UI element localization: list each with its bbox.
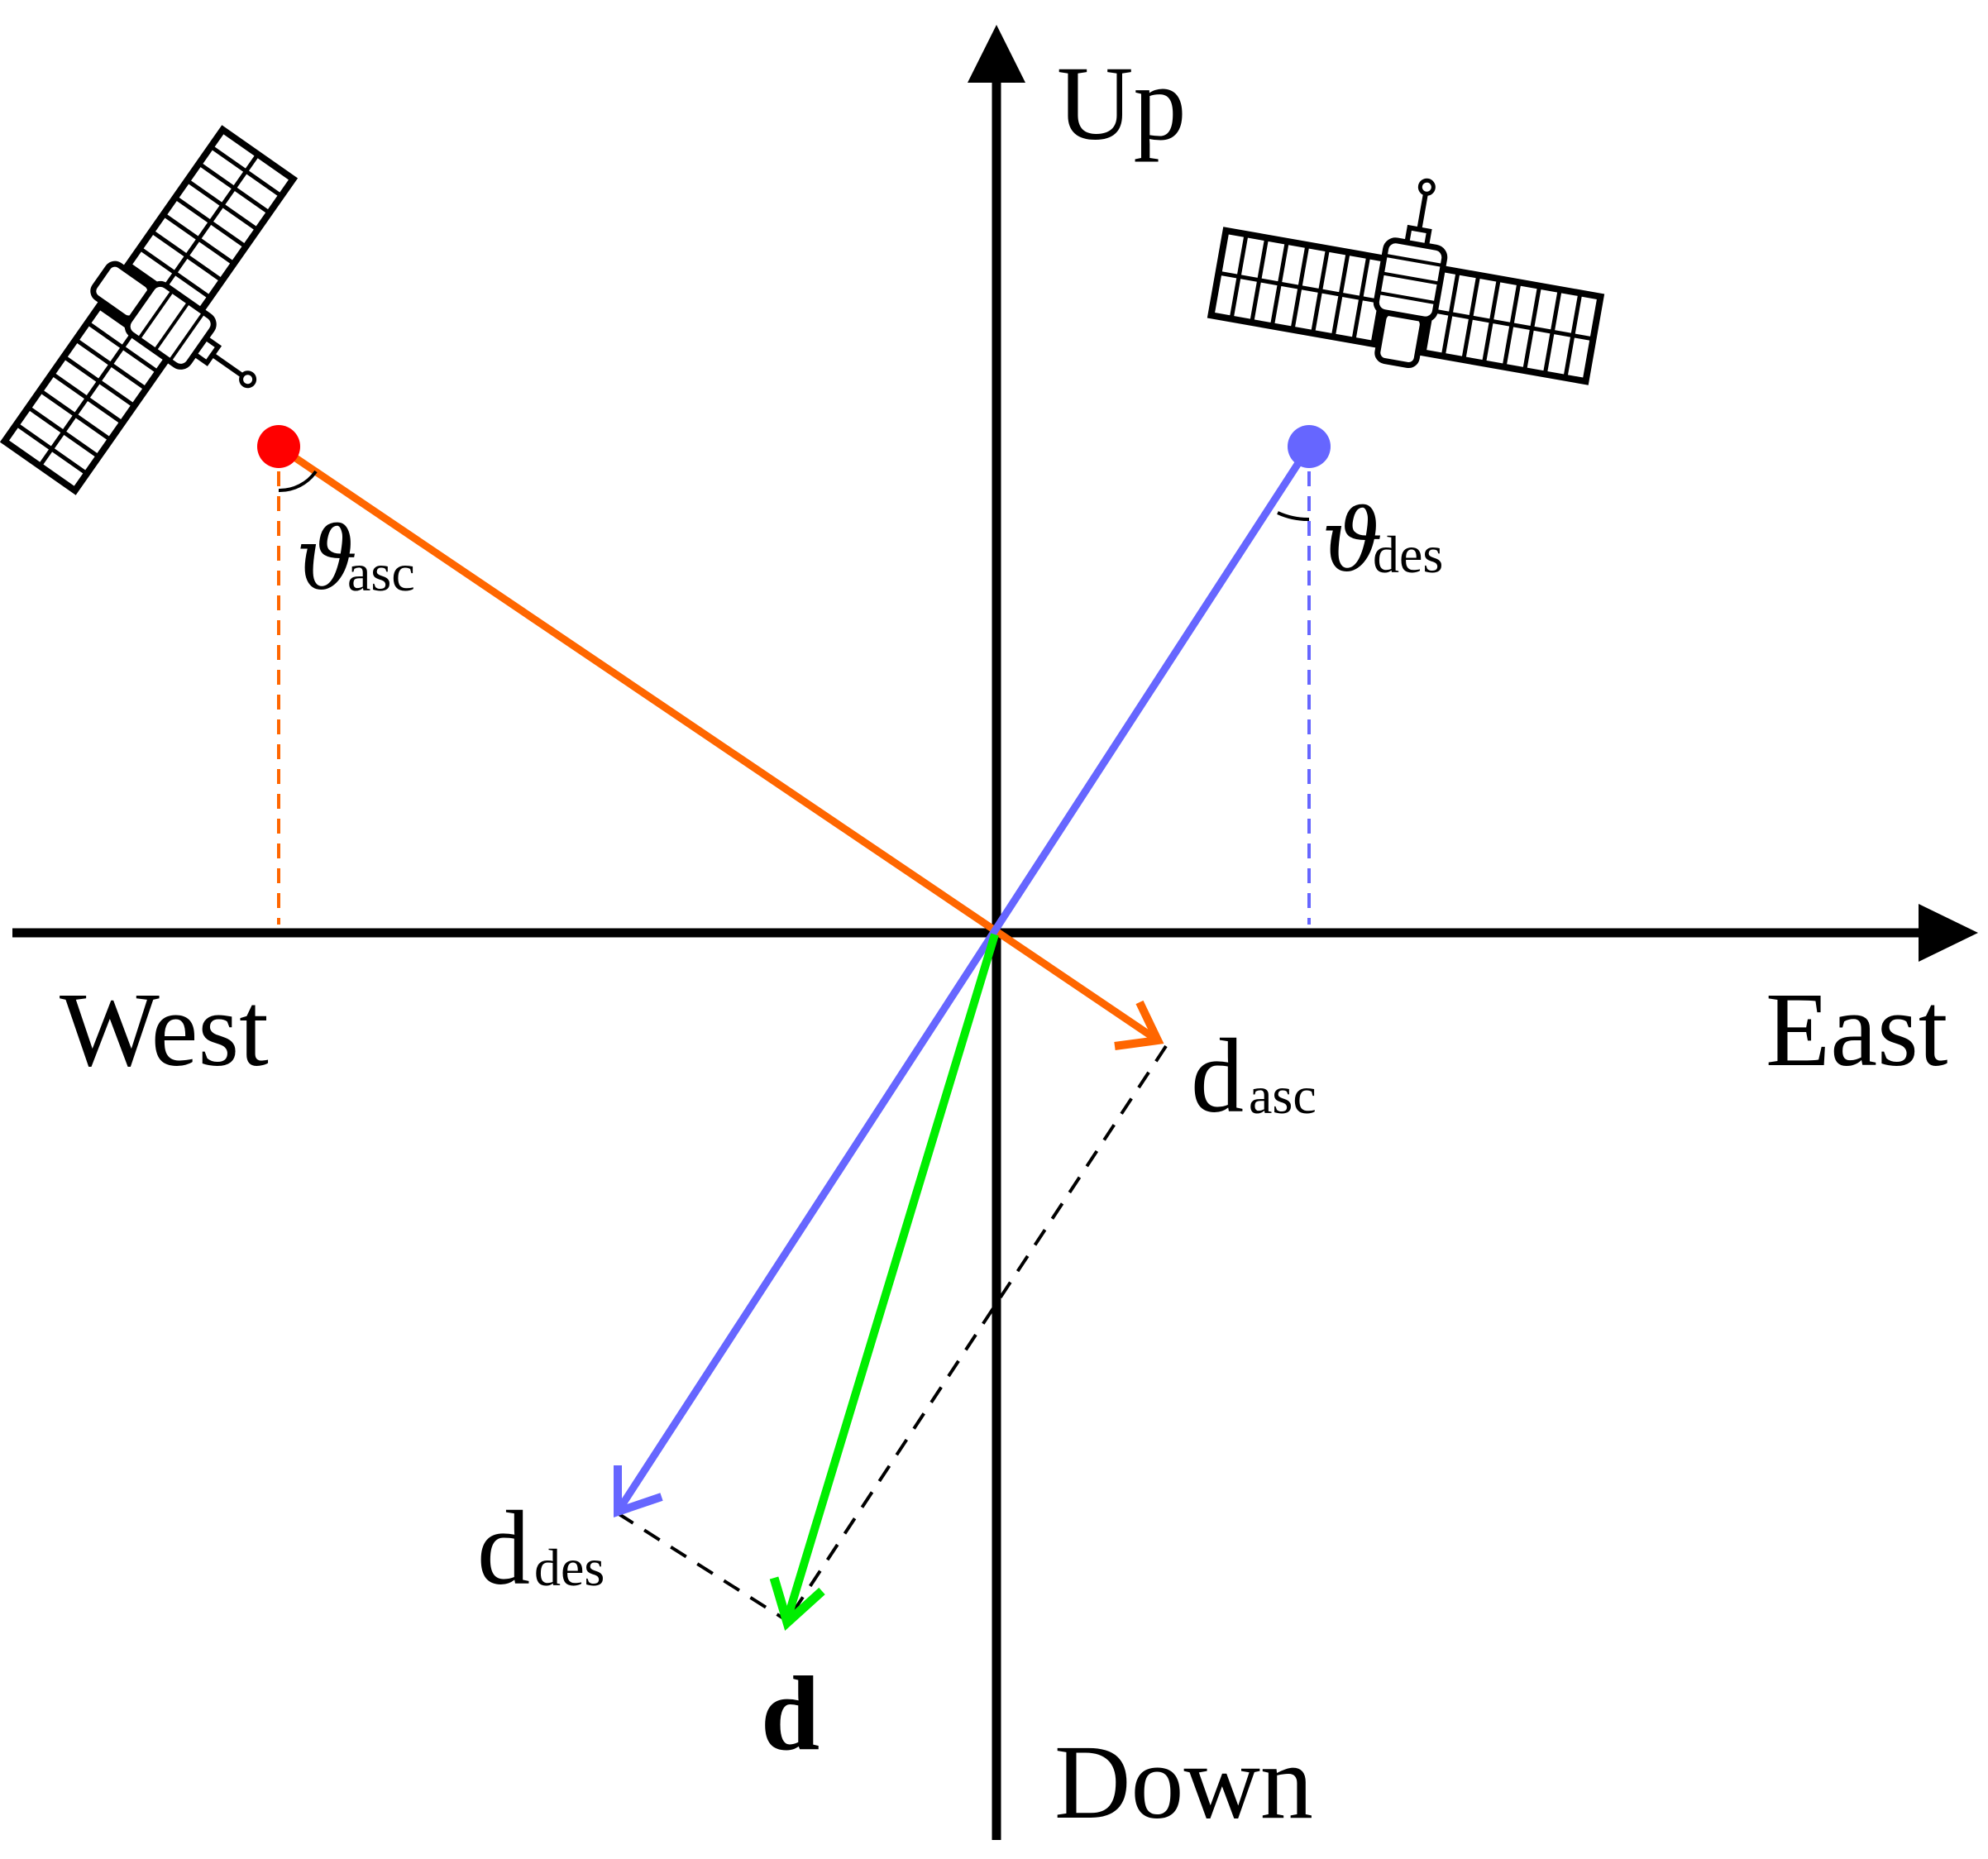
construction-line-des-to-d <box>616 1512 789 1622</box>
resultant-arrow-head <box>769 1576 825 1631</box>
des-satellite-point <box>1288 425 1331 468</box>
asc-los-line <box>276 443 1160 1044</box>
up-arrow-head <box>968 25 1025 83</box>
des-arrow-head <box>614 1465 663 1517</box>
asc-angle-arc <box>278 470 318 493</box>
d-asc-subscript: asc <box>1249 1066 1317 1125</box>
axis-label-east: East <box>1766 971 1947 1088</box>
d-des-subscript: des <box>534 1538 605 1597</box>
theta-asc-symbol: ϑ <box>296 509 357 609</box>
axis-label-west: West <box>60 971 269 1088</box>
asc-satellite-point <box>257 425 300 468</box>
des-angle-arc <box>1277 511 1310 522</box>
resultant-vector <box>783 933 999 1621</box>
satellite-icon <box>0 121 362 538</box>
des-los-line <box>614 444 1312 1514</box>
theta-des-symbol: ϑ <box>1321 490 1383 591</box>
d-resultant-label: d <box>761 1655 820 1772</box>
d-asc-label: d <box>1191 1017 1244 1135</box>
asc-arrow-head <box>1114 1000 1164 1050</box>
theta-asc-subscript: asc <box>347 543 415 602</box>
d-des-label: d <box>477 1489 530 1607</box>
theta-des-subscript: des <box>1373 525 1443 584</box>
east-arrow-head <box>1919 904 1978 962</box>
construction-line-asc-to-d <box>786 1044 1168 1622</box>
axis-label-up: Up <box>1057 45 1186 162</box>
satellite-icon <box>1208 147 1615 395</box>
axis-label-down: Down <box>1054 1723 1313 1841</box>
